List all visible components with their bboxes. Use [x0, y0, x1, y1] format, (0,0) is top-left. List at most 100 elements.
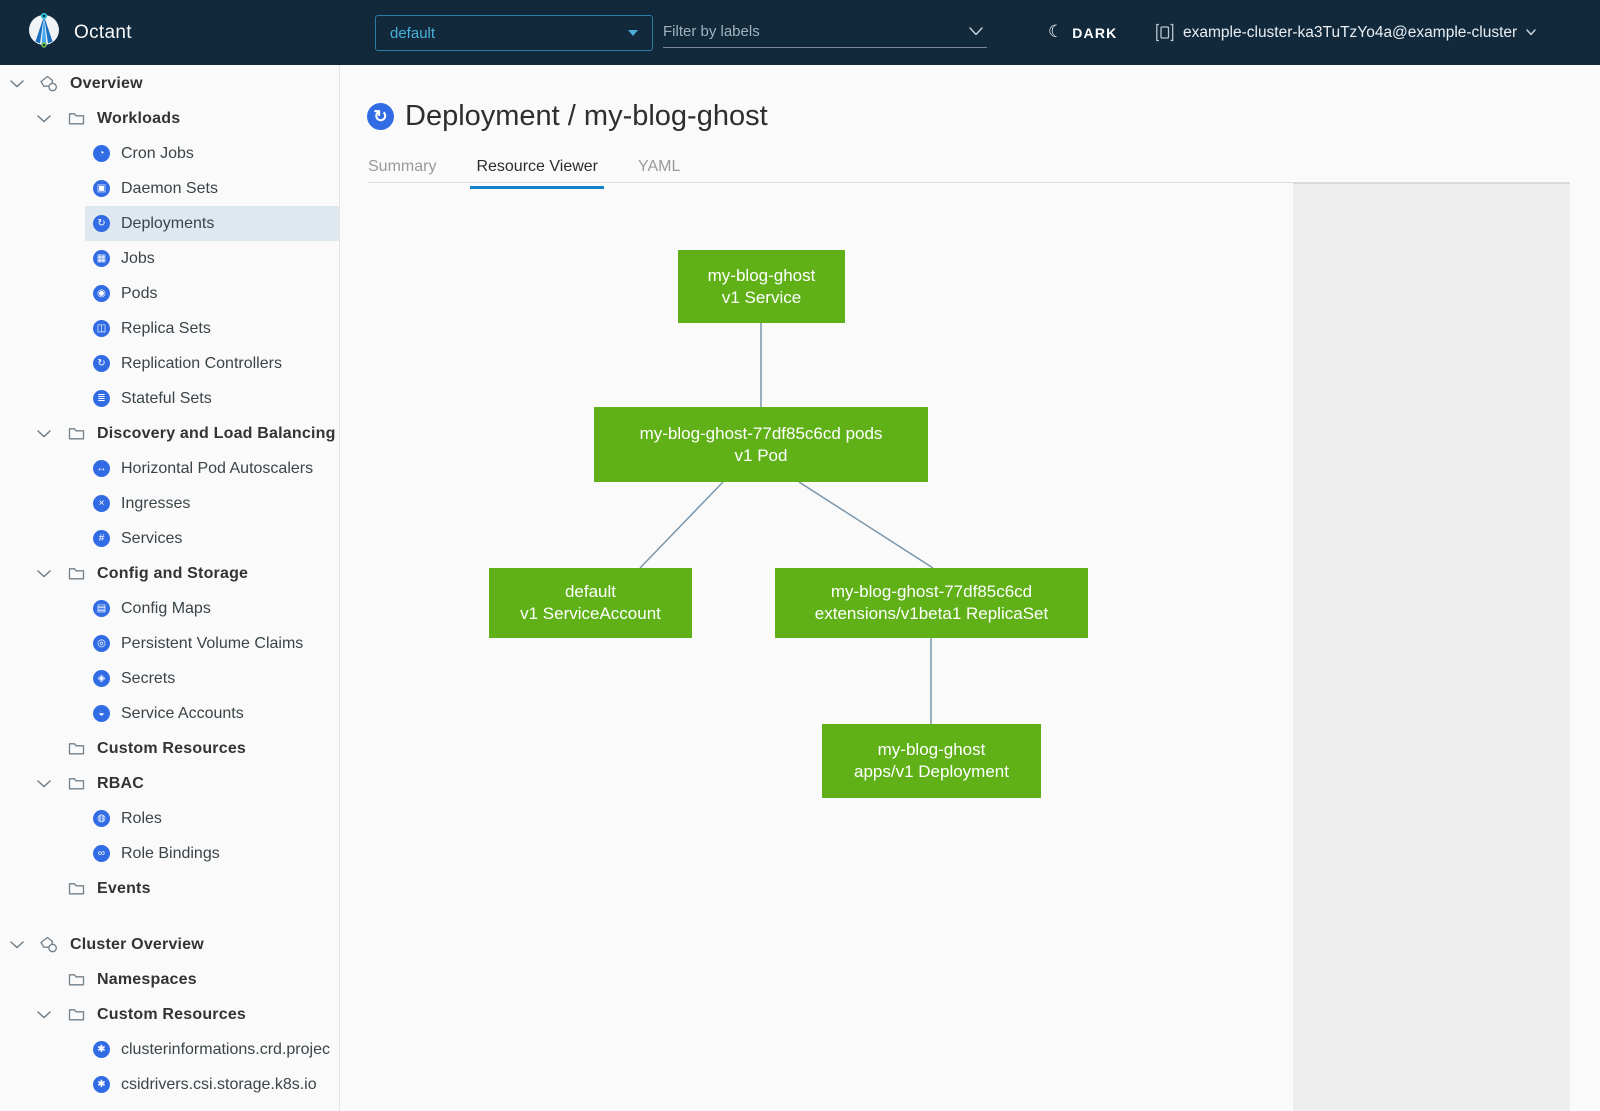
page-title: Deployment / my-blog-ghost	[405, 100, 768, 132]
sidebar-item-label: clusterinformations.crd.projec	[121, 1040, 330, 1058]
node-kind: apps/v1 Deployment	[854, 762, 1009, 781]
sidebar-item-role-bindings[interactable]: ∞Role Bindings	[85, 836, 339, 871]
sidebar-item-label: Cluster Overview	[70, 935, 204, 953]
octant-logo-icon	[26, 9, 62, 56]
chevron-down-icon[interactable]	[36, 569, 52, 578]
sidebar-item-overview[interactable]: Overview	[0, 66, 339, 101]
sidebar-item-stateful-sets[interactable]: ≣Stateful Sets	[85, 381, 339, 416]
node-name: default	[564, 582, 617, 601]
tab-yaml[interactable]: YAML	[638, 158, 681, 175]
graph-edges	[639, 323, 934, 724]
sidebar-item-label: Secrets	[121, 669, 176, 687]
node-kind: v1 Pod	[734, 445, 788, 465]
filter-by-labels-input[interactable]	[663, 23, 965, 40]
hpa-icon: ↔	[93, 460, 110, 477]
objects-icon	[39, 75, 59, 93]
crd-icon: ✱	[93, 1041, 110, 1058]
graph-node-serviceaccount[interactable]: default v1 ServiceAccount	[489, 568, 692, 638]
folder-icon	[66, 741, 86, 756]
sidebar-item-label: Custom Resources	[97, 1005, 247, 1023]
sidebar-item-replication-controllers[interactable]: ↻ Replication Controllers	[85, 346, 339, 381]
sidebar-item-label: Services	[121, 529, 183, 547]
sidebar-item-deployments[interactable]: ↻Deployments	[85, 206, 339, 241]
sidebar-item-label: Stateful Sets	[121, 389, 212, 407]
sidebar-item-label: Deployments	[121, 214, 215, 232]
sidebar-item-workloads[interactable]: Workloads	[0, 101, 339, 136]
sidebar-item-label: Discovery and Load Balancing	[97, 424, 336, 442]
sidebar-item-config-and-storage[interactable]: Config and Storage	[0, 556, 339, 591]
folder-icon	[66, 776, 86, 791]
sidebar-item-jobs[interactable]: ▦Jobs	[85, 241, 339, 276]
sidebar-item-label: Namespaces	[97, 970, 197, 988]
folder-icon	[66, 1007, 86, 1022]
sidebar-item-ingresses[interactable]: ×Ingresses	[85, 486, 339, 521]
sidebar-item-cluster-overview[interactable]: Cluster Overview	[0, 927, 339, 962]
replicationcontrollers-icon: ↻	[93, 355, 110, 372]
chevron-down-icon[interactable]	[36, 1010, 52, 1019]
replicasets-icon: ◫	[93, 320, 110, 337]
sidebar-item-rbac[interactable]: RBAC	[0, 766, 339, 801]
dark-theme-toggle[interactable]: ☾ DARK	[1048, 0, 1118, 65]
sidebar-item-custom-resources[interactable]: Custom Resources	[0, 997, 339, 1032]
folder-icon	[66, 972, 86, 987]
chevron-down-icon[interactable]	[965, 27, 987, 36]
sidebar-item-label: Replica Sets	[121, 319, 211, 337]
sidebar-item-events[interactable]: Events	[0, 871, 339, 906]
chevron-down-icon[interactable]	[36, 114, 52, 123]
sidebar-item-service-accounts[interactable]: ◒Service Accounts	[85, 696, 339, 731]
sidebar-item-daemon-sets[interactable]: ▣ Daemon Sets	[85, 171, 339, 206]
node-kind: v1 Service	[721, 287, 802, 307]
sidebar-item-label: Custom Resources	[97, 739, 247, 757]
sidebar-item-replica-sets[interactable]: ◫ Replica Sets	[85, 311, 339, 346]
deployment-icon: ↻	[367, 103, 394, 130]
sidebar-item-clusterinformations-crd-projec[interactable]: ✱ clusterinformations.crd.projec	[85, 1032, 339, 1067]
chevron-down-icon[interactable]	[9, 79, 25, 88]
sidebar-item-label: Persistent Volume Claims	[121, 634, 304, 652]
node-kind: extensions/v1beta1 ReplicaSet	[814, 604, 1049, 623]
sidebar-item-label: Overview	[70, 74, 143, 92]
sidebar-item-namespaces[interactable]: Namespaces	[0, 962, 339, 997]
sidebar-item-label: Ingresses	[121, 494, 191, 512]
sidebar-item-label: Replication Controllers	[121, 354, 282, 372]
sidebar-item-services[interactable]: #Services	[85, 521, 339, 556]
caret-down-icon	[628, 30, 638, 36]
sidebar-item-label: Cron Jobs	[121, 144, 194, 162]
sidebar-item-pods[interactable]: ◉Pods	[85, 276, 339, 311]
sidebar-item-config-maps[interactable]: ▤Config Maps	[85, 591, 339, 626]
sidebar-item-label: RBAC	[97, 774, 145, 792]
sidebar-item-label: Roles	[121, 809, 162, 827]
namespace-value: default	[390, 24, 436, 42]
folder-icon	[66, 881, 86, 896]
chevron-down-icon[interactable]	[36, 429, 52, 438]
chevron-down-icon[interactable]	[9, 940, 25, 949]
sidebar-item-csidrivers-csi-storage-k8s-io[interactable]: ✱ csidrivers.csi.storage.k8s.io	[85, 1067, 339, 1102]
folder-icon	[66, 426, 86, 441]
tab-resource-viewer[interactable]: Resource Viewer	[470, 152, 604, 189]
sidebar-item-roles[interactable]: ◍Roles	[85, 801, 339, 836]
app-title: Octant	[74, 21, 132, 43]
rolebindings-icon: ∞	[93, 845, 110, 862]
node-kind: v1 ServiceAccount	[520, 604, 661, 623]
sidebar-item-custom-resources[interactable]: Custom Resources	[0, 731, 339, 766]
sidebar-item-label: Daemon Sets	[121, 179, 218, 197]
cluster-context-selector[interactable]: example-cluster-ka3TuTzYo4a@example-clus…	[1155, 0, 1536, 65]
chevron-down-icon[interactable]	[36, 779, 52, 788]
sidebar-item-secrets[interactable]: ◈Secrets	[85, 661, 339, 696]
daemonsets-icon: ▣	[93, 180, 110, 197]
sidebar-item-discovery-and-load-balancing[interactable]: Discovery and Load Balancing	[0, 416, 339, 451]
tab-summary[interactable]: Summary	[368, 158, 437, 175]
sidebar-item-cron-jobs[interactable]: ◔Cron Jobs	[85, 136, 339, 171]
sidebar-item-label: csidrivers.csi.storage.k8s.io	[121, 1075, 317, 1093]
sidebar-item-horizontal-pod-autoscalers[interactable]: ↔Horizontal Pod Autoscalers	[85, 451, 339, 486]
crd-icon: ✱	[93, 1076, 110, 1093]
objects-icon	[39, 936, 59, 954]
sidebar-item-label: Events	[97, 879, 151, 897]
namespace-dropdown[interactable]: default	[375, 15, 653, 51]
sidebar-item-persistent-volume-claims[interactable]: ◎Persistent Volume Claims	[85, 626, 339, 661]
